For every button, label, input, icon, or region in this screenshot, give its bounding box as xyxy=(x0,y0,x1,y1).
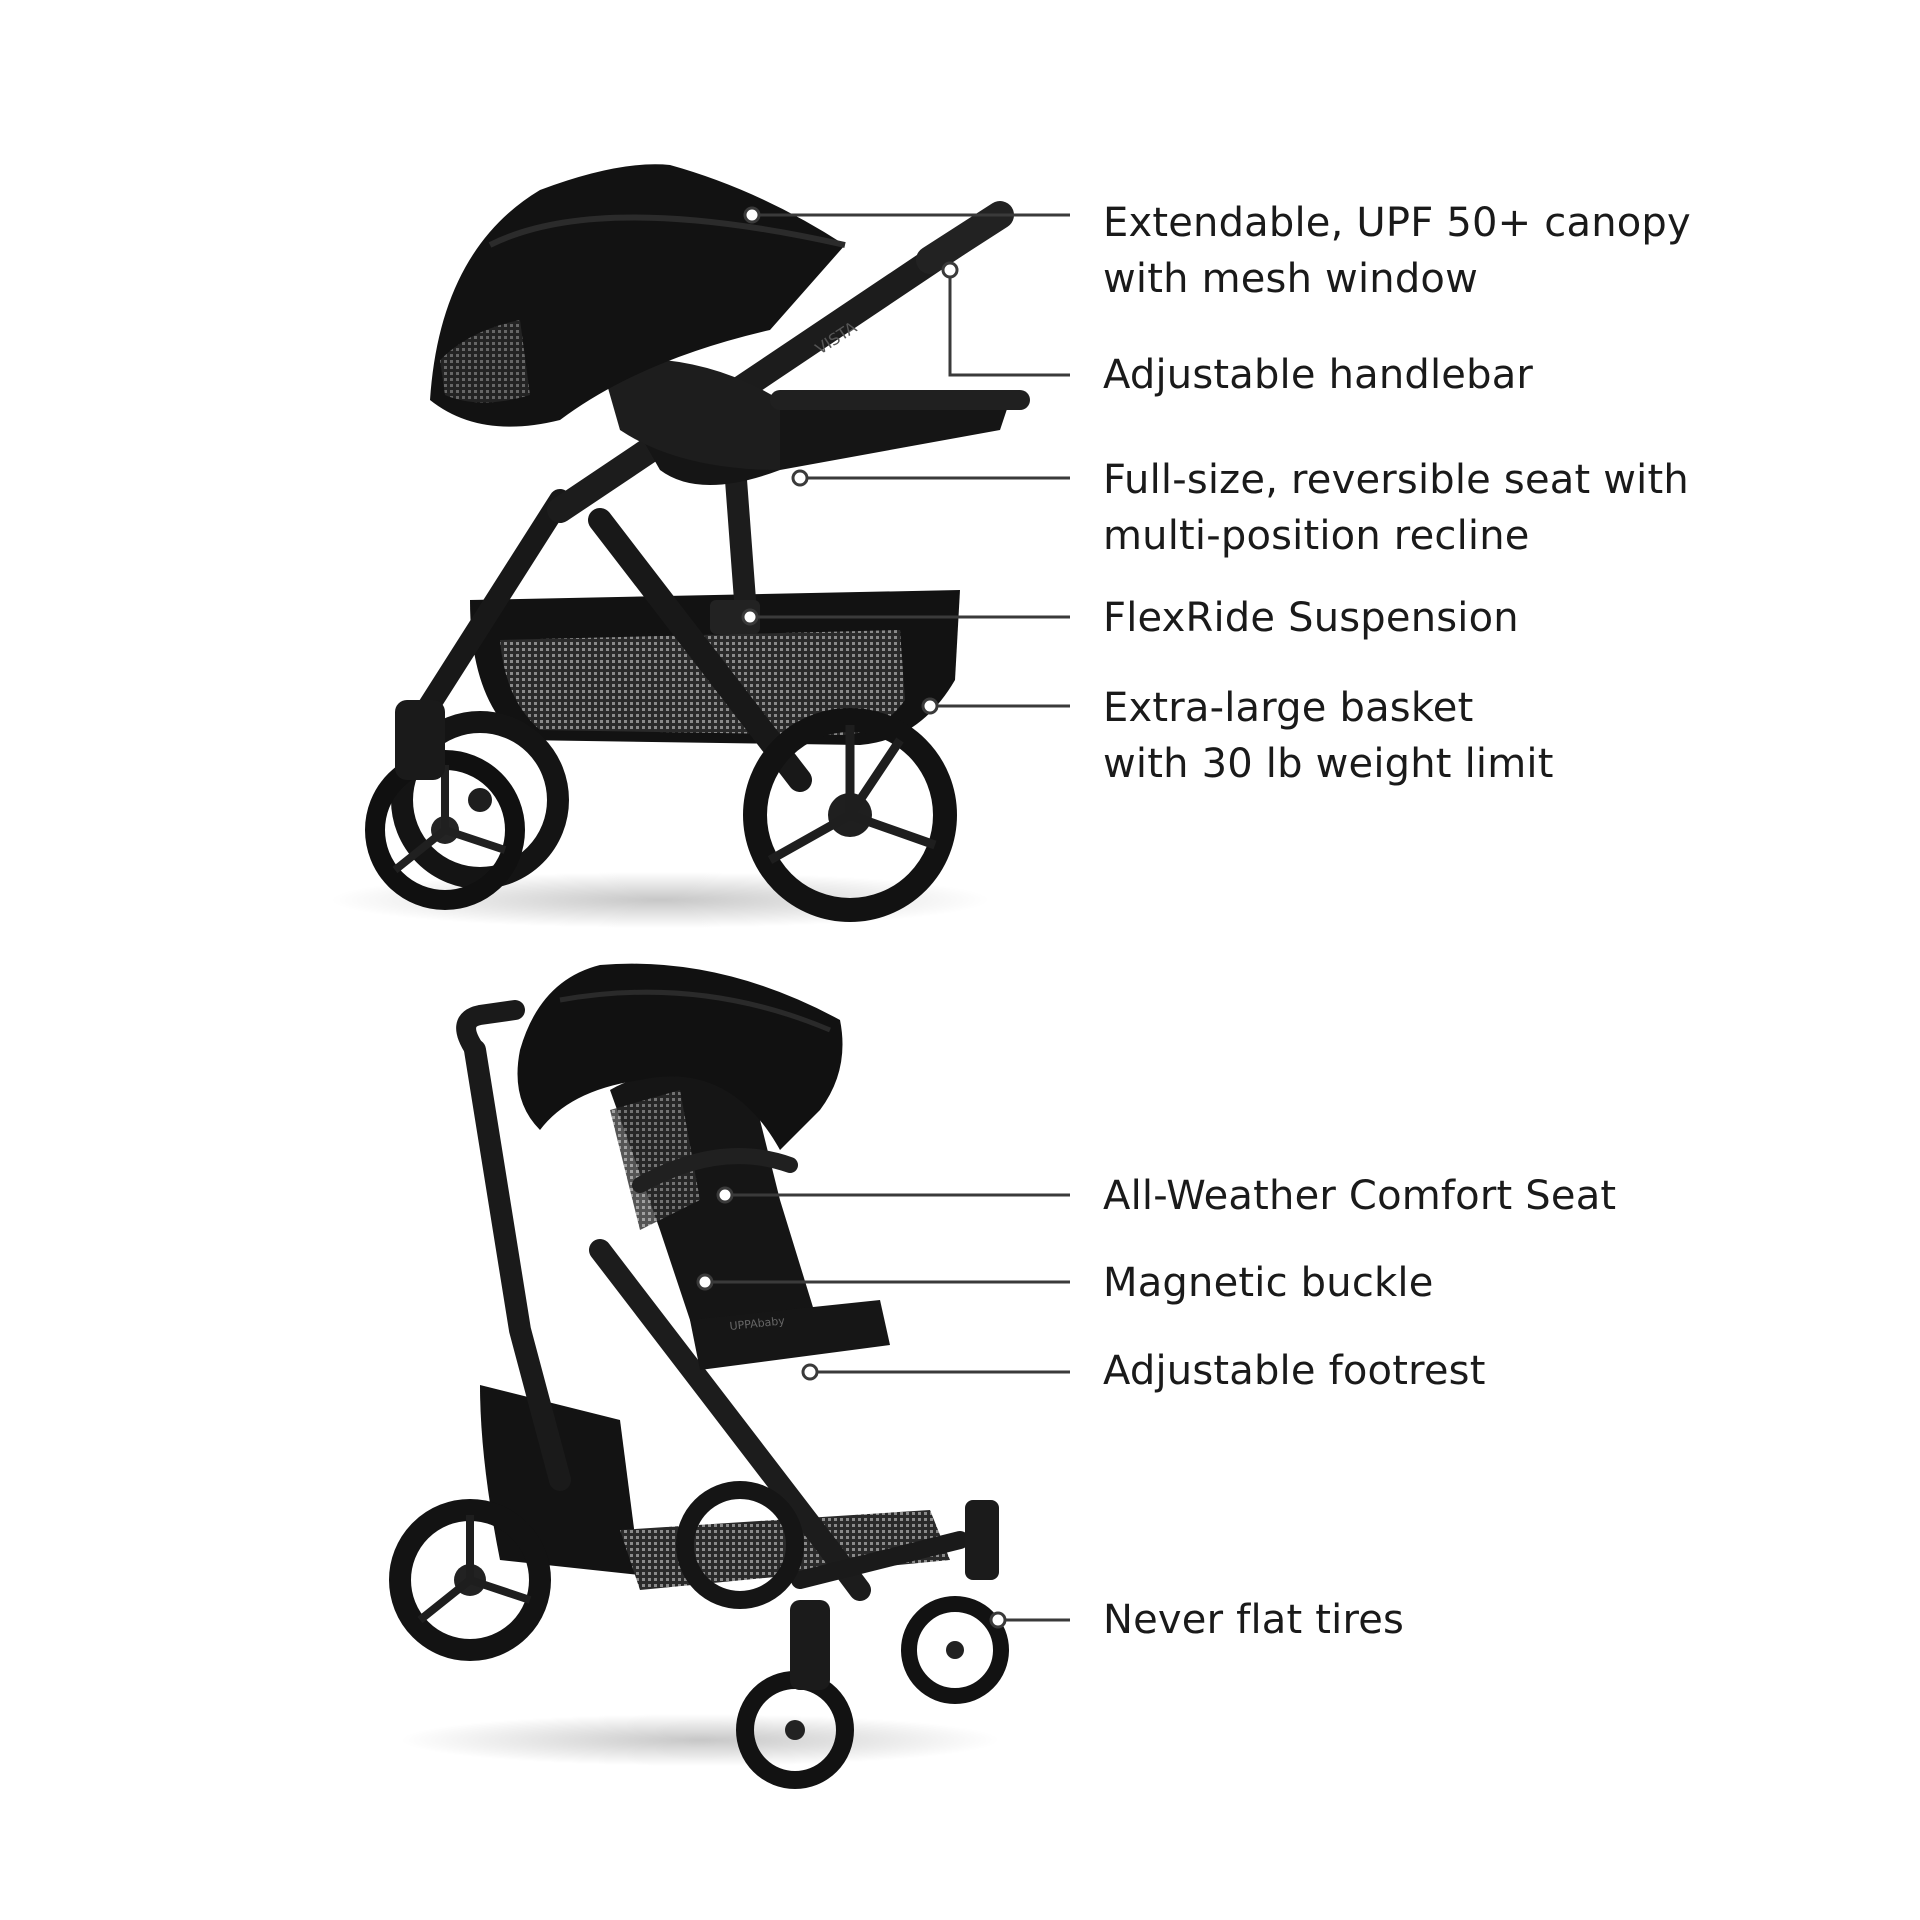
basket-mesh xyxy=(500,630,905,735)
callout-seat-line-2: multi-position recline xyxy=(1103,513,1530,559)
leader-lines xyxy=(696,206,1070,1629)
stroller-side-view: VISTA xyxy=(330,164,1030,928)
callout-footrest: Adjustable footrest xyxy=(1103,1343,1486,1399)
canopy-visor-2 xyxy=(559,989,831,1033)
leader-tires xyxy=(989,1611,1070,1629)
callout-basket-line-2: with 30 lb weight limit xyxy=(1103,741,1554,787)
seat-logo-text: UPPAbaby xyxy=(729,1314,786,1333)
leader-handlebar xyxy=(941,261,1070,377)
callout-footrest-line-1: Adjustable footrest xyxy=(1103,1348,1486,1394)
callout-seat: Full-size, reversible seat with multi-po… xyxy=(1103,452,1689,564)
bumper-bar-2 xyxy=(632,1148,798,1193)
stroller-front-view: UPPAbaby xyxy=(389,963,1009,1789)
callout-handlebar: Adjustable handlebar xyxy=(1103,347,1533,403)
rear-right-wheel xyxy=(676,1481,804,1609)
callout-comfort-seat: All-Weather Comfort Seat xyxy=(1103,1168,1616,1224)
callout-tires: Never flat tires xyxy=(1103,1592,1404,1648)
callout-buckle-line-1: Magnetic buckle xyxy=(1103,1260,1434,1306)
rear-wheel xyxy=(743,708,957,922)
frame-front-leg xyxy=(409,489,571,731)
front-left-wheel xyxy=(736,1600,854,1789)
leader-buckle xyxy=(696,1273,1070,1291)
seat-back-mesh-2 xyxy=(610,1090,700,1230)
callout-seat-line-1: Full-size, reversible seat with xyxy=(1103,457,1689,503)
handlebar-grip xyxy=(916,201,1014,274)
callout-tires-line-1: Never flat tires xyxy=(1103,1597,1405,1643)
callout-canopy: Extendable, UPF 50+ canopy with mesh win… xyxy=(1103,195,1691,307)
callout-comfort-seat-line-1: All-Weather Comfort Seat xyxy=(1103,1173,1617,1219)
leader-footrest xyxy=(801,1363,1070,1381)
leader-seat xyxy=(791,469,1070,487)
seat-back-mesh xyxy=(600,358,780,470)
frame-rear-leg xyxy=(588,508,812,792)
callout-canopy-line-2: with mesh window xyxy=(1103,256,1479,302)
callout-suspension-line-1: FlexRide Suspension xyxy=(1103,595,1519,641)
callout-suspension: FlexRide Suspension xyxy=(1103,590,1519,646)
frame-handle-tube xyxy=(547,212,998,523)
callout-buckle: Magnetic buckle xyxy=(1103,1255,1434,1311)
leader-comfort-seat xyxy=(716,1186,1070,1204)
front-wheel-assembly xyxy=(365,700,569,910)
ground-shadow-2 xyxy=(400,1714,1000,1766)
frame-front-bar-2 xyxy=(791,1531,969,1589)
footrest-2 xyxy=(690,1300,890,1370)
canopy-2 xyxy=(517,963,843,1150)
rear-left-wheel xyxy=(389,1499,551,1661)
suspension-block xyxy=(710,600,760,634)
canopy-mesh-window xyxy=(440,320,530,403)
callout-basket-line-1: Extra-large basket xyxy=(1103,685,1474,731)
front-right-wheel xyxy=(901,1500,1009,1704)
leader-canopy xyxy=(743,206,1070,224)
leader-suspension xyxy=(741,608,1070,626)
frame-rear-2 xyxy=(464,1039,571,1491)
callout-handlebar-line-1: Adjustable handlebar xyxy=(1103,352,1534,398)
callout-basket: Extra-large basket with 30 lb weight lim… xyxy=(1103,680,1554,792)
leader-basket xyxy=(921,697,1070,715)
canopy-visor xyxy=(488,214,846,248)
callout-canopy-line-1: Extendable, UPF 50+ canopy xyxy=(1103,200,1691,246)
basket-mesh-2 xyxy=(620,1510,950,1590)
